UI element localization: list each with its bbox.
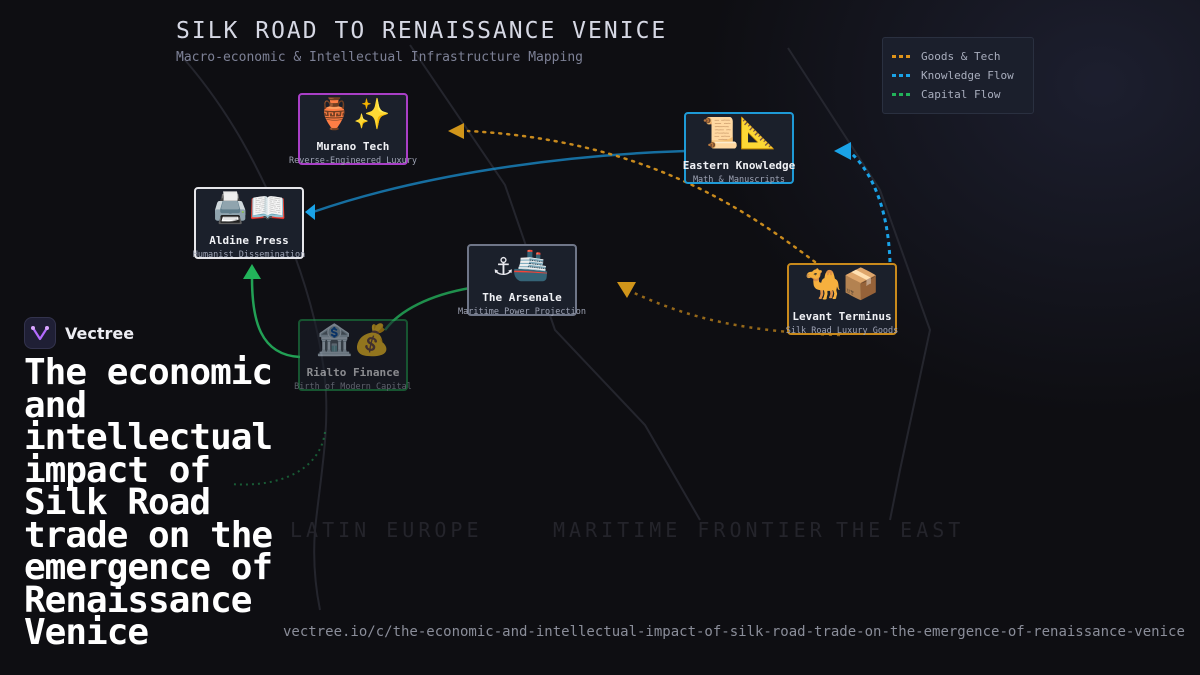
- edge-levant-to-arsenale: [627, 288, 841, 337]
- node-levant-terminus[interactable]: 🐪📦 Levant Terminus Silk Road Luxury Good…: [786, 263, 898, 336]
- diagram-subtitle: Macro-economic & Intellectual Infrastruc…: [176, 50, 583, 65]
- legend-swatch-goods: [892, 55, 912, 58]
- region-label-the-east: THE EAST: [836, 518, 965, 542]
- node-rialto-finance[interactable]: 🏦💰 Rialto Finance Birth of Modern Capita…: [294, 319, 412, 392]
- legend-label-capital: Capital Flow: [921, 88, 1001, 101]
- edge-levant-to-murano: [466, 129, 817, 264]
- scroll-ruler-icon: 📜📐: [701, 116, 777, 151]
- node-murano-tech[interactable]: 🏺✨ Murano Tech Reverse-Engineered Luxury: [289, 93, 417, 166]
- flow-edges: [229, 129, 892, 486]
- diagram-title: SILK ROAD TO RENAISSANCE VENICE: [176, 18, 668, 44]
- anchor-ship-icon: ⚓🚢: [494, 248, 550, 283]
- legend: Goods & Tech Knowledge Flow Capital Flow: [882, 37, 1034, 114]
- arrow-to-murano: [448, 123, 464, 139]
- legend-item-capital: Capital Flow: [892, 88, 1000, 101]
- legend-label-knowledge: Knowledge Flow: [921, 69, 1014, 82]
- node-levant-terminus-subtitle: Silk Road Luxury Goods: [785, 326, 899, 336]
- node-rialto-finance-name: Rialto Finance: [306, 366, 400, 379]
- vectree-logo-icon: [24, 317, 56, 349]
- legend-item-knowledge: Knowledge Flow: [892, 69, 1014, 82]
- arrow-to-aldine-knowledge: [305, 204, 315, 220]
- edge-eastern-to-aldine: [312, 149, 687, 214]
- legend-swatch-knowledge: [892, 74, 912, 77]
- brand-name: Vectree: [65, 323, 135, 343]
- bank-moneybag-icon: 🏦💰: [315, 323, 391, 358]
- node-murano-tech-subtitle: Reverse-Engineered Luxury: [289, 156, 417, 166]
- legend-label-goods: Goods & Tech: [921, 50, 1001, 63]
- node-levant-terminus-name: Levant Terminus: [792, 310, 892, 323]
- headline: The economic and intellectual impact of …: [24, 352, 273, 653]
- node-aldine-press[interactable]: 🖨️📖 Aldine Press Humanist Dissemination: [193, 187, 305, 260]
- arrow-to-arsenale: [617, 282, 636, 298]
- camel-box-icon: 🐪📦: [804, 267, 880, 302]
- legend-swatch-capital: [892, 93, 912, 96]
- node-murano-tech-name: Murano Tech: [316, 140, 390, 153]
- region-label-latin-europe: LATIN EUROPE: [290, 518, 483, 542]
- node-rialto-finance-subtitle: Birth of Modern Capital: [294, 382, 412, 392]
- node-aldine-press-subtitle: Humanist Dissemination: [192, 250, 306, 260]
- node-eastern-knowledge-name: Eastern Knowledge: [682, 159, 796, 172]
- page-url[interactable]: vectree.io/c/the-economic-and-intellectu…: [283, 624, 1185, 640]
- node-aldine-press-name: Aldine Press: [209, 234, 289, 247]
- brand[interactable]: Vectree: [24, 317, 134, 349]
- legend-item-goods: Goods & Tech: [892, 50, 1000, 63]
- node-eastern-knowledge[interactable]: 📜📐 Eastern Knowledge Math & Manuscripts: [683, 112, 795, 185]
- edge-levant-to-eastern: [848, 150, 892, 263]
- flow-arrowheads: [243, 123, 851, 298]
- edge-rialto-to-aldine: [250, 277, 301, 359]
- vase-sparkles-icon: 🏺✨: [315, 97, 391, 132]
- region-label-maritime-frontier: MARITIME FRONTIER: [553, 518, 826, 542]
- edge-rialto-loop: [229, 431, 326, 486]
- node-the-arsenale[interactable]: ⚓🚢 The Arsenale Maritime Power Projectio…: [458, 244, 586, 317]
- node-the-arsenale-name: The Arsenale: [482, 291, 562, 304]
- node-the-arsenale-subtitle: Maritime Power Projection: [458, 307, 586, 317]
- node-eastern-knowledge-subtitle: Math & Manuscripts: [692, 175, 786, 185]
- arrow-to-eastern: [834, 142, 851, 160]
- printer-book-icon: 🖨️📖: [211, 191, 287, 226]
- arrow-to-aldine-capital: [243, 264, 261, 279]
